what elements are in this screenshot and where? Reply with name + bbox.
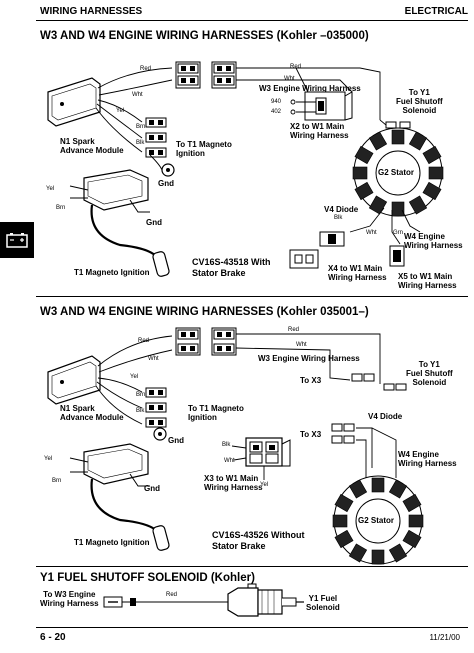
y1-fuel-solenoid-label: Y1 Fuel Solenoid (306, 594, 340, 612)
to-y1-label-2: To Y1 Fuel Shutoff Solenoid (406, 360, 453, 387)
revision-date: 11/21/00 (429, 633, 460, 642)
footer-rule (36, 627, 468, 628)
x5-to-w1-label: X5 to W1 Main Wiring Harness (398, 272, 457, 290)
w3-harness-label: W3 Engine Wiring Harness (259, 84, 361, 93)
wire-label-wht-2: Wht (148, 356, 159, 362)
w4-harness-label-1: W4 Engine Wiring Harness (404, 232, 463, 250)
wire-label-yel-x3: Yel (260, 482, 269, 488)
n1-module-label-1: N1 Spark Advance Module (60, 137, 124, 155)
t1-magneto-label-2: T1 Magneto Ignition (74, 538, 150, 547)
t1-magneto-2 (69, 443, 170, 551)
model-note-1: CV16S-43518 With Stator Brake (192, 257, 271, 278)
section2-drawing (47, 327, 424, 565)
wire-label-red-2r: Red (288, 327, 300, 333)
to-x3-label-b: To X3 (300, 430, 322, 439)
x2-to-w1-label: X2 to W1 Main Wiring Harness (290, 122, 349, 140)
wire-label-wht-right: Wht (284, 76, 295, 82)
to-w3-harness-label: To W3 Engine Wiring Harness (40, 590, 99, 608)
page-number: 6 - 20 (40, 632, 66, 643)
w3-harness-label-2: W3 Engine Wiring Harness (258, 354, 360, 363)
wire-label-blk-x3: Blk (222, 442, 231, 448)
wire-label-blk-v4: Blk (334, 215, 343, 221)
section3-title: Y1 FUEL SHUTOFF SOLENOID (Kohler) (40, 572, 255, 584)
g2-stator-label-1: G2 Stator (378, 168, 415, 177)
n1-spark-module-1 (47, 77, 101, 127)
wire-label-yel-t1: Yel (46, 186, 55, 192)
v4-diode-label-1: V4 Diode (324, 205, 359, 214)
wire-label-brn-t1: Brn (56, 205, 66, 211)
wire-label-red-2: Red (138, 338, 150, 344)
wire-label-brn-2: Brn (136, 392, 146, 398)
w4-harness-label-2: W4 Engine Wiring Harness (398, 450, 457, 468)
pin-402: 402 (271, 109, 282, 115)
section-divider-2 (36, 566, 468, 567)
gnd-label-2b: Gnd (144, 484, 160, 493)
wire-label-blk: Blk (136, 140, 145, 146)
wire-label-blk-2: Blk (136, 408, 145, 414)
wire-label-wht-x3: Wht (224, 458, 235, 464)
section1-title: W3 AND W4 ENGINE WIRING HARNESSES (Kohle… (40, 30, 369, 42)
wire-label-brn: Brn (136, 124, 146, 130)
battery-icon (6, 233, 28, 248)
g2-stator-1 (352, 127, 444, 217)
gnd-label-1b: Gnd (146, 218, 162, 227)
wire-label-red: Red (140, 66, 152, 72)
x3-to-w1-label: X3 to W1 Main Wiring Harness (204, 474, 263, 492)
model-note-2: CV16S-43526 Without Stator Brake (212, 530, 305, 551)
wire-label-red-y1: Red (166, 592, 178, 598)
section-divider-1 (36, 296, 468, 297)
section3-drawing (103, 583, 304, 617)
g2-stator-label-2: G2 Stator (358, 516, 395, 525)
wire-label-wht: Wht (132, 92, 143, 98)
g2-stator-2 (332, 475, 424, 565)
t1-magneto-label-1: T1 Magneto Ignition (74, 268, 150, 277)
wire-label-yel: Yel (116, 108, 125, 114)
x4-to-w1-label: X4 to W1 Main Wiring Harness (328, 264, 387, 282)
gnd-label-1a: Gnd (158, 179, 174, 188)
to-t1-label-2: To T1 Magneto Ignition (188, 404, 244, 422)
section2-title: W3 AND W4 ENGINE WIRING HARNESSES (Kohle… (40, 306, 369, 318)
t1-magneto-1 (69, 169, 170, 277)
wire-label-wht-2r: Wht (296, 342, 307, 348)
to-x3-label-a: To X3 (300, 376, 322, 385)
wire-label-grn: Grn (393, 230, 404, 236)
wire-label-wht-v4: Wht (366, 230, 377, 236)
n1-module-label-2: N1 Spark Advance Module (60, 404, 124, 422)
header-section: ELECTRICAL (404, 6, 468, 17)
n1-spark-module-2 (47, 355, 101, 405)
to-t1-label-1: To T1 Magneto Ignition (176, 140, 232, 158)
electrical-section-tab (0, 222, 34, 258)
wire-label-red-right: Red (290, 64, 302, 70)
x3-connector-2 (231, 437, 291, 480)
wire-label-yel-t1-2: Yel (44, 456, 53, 462)
header-title: WIRING HARNESSES (40, 6, 143, 17)
to-y1-label: To Y1 Fuel Shutoff Solenoid (396, 88, 443, 115)
header-rule (36, 20, 468, 21)
section1-drawing (47, 61, 444, 277)
gnd-label-2a: Gnd (168, 436, 184, 445)
wire-label-yel-2: Yel (130, 374, 139, 380)
wire-label-brn-t1-2: Brn (52, 478, 62, 484)
pin-940: 940 (271, 99, 282, 105)
v4-diode-label-2: V4 Diode (368, 412, 403, 421)
